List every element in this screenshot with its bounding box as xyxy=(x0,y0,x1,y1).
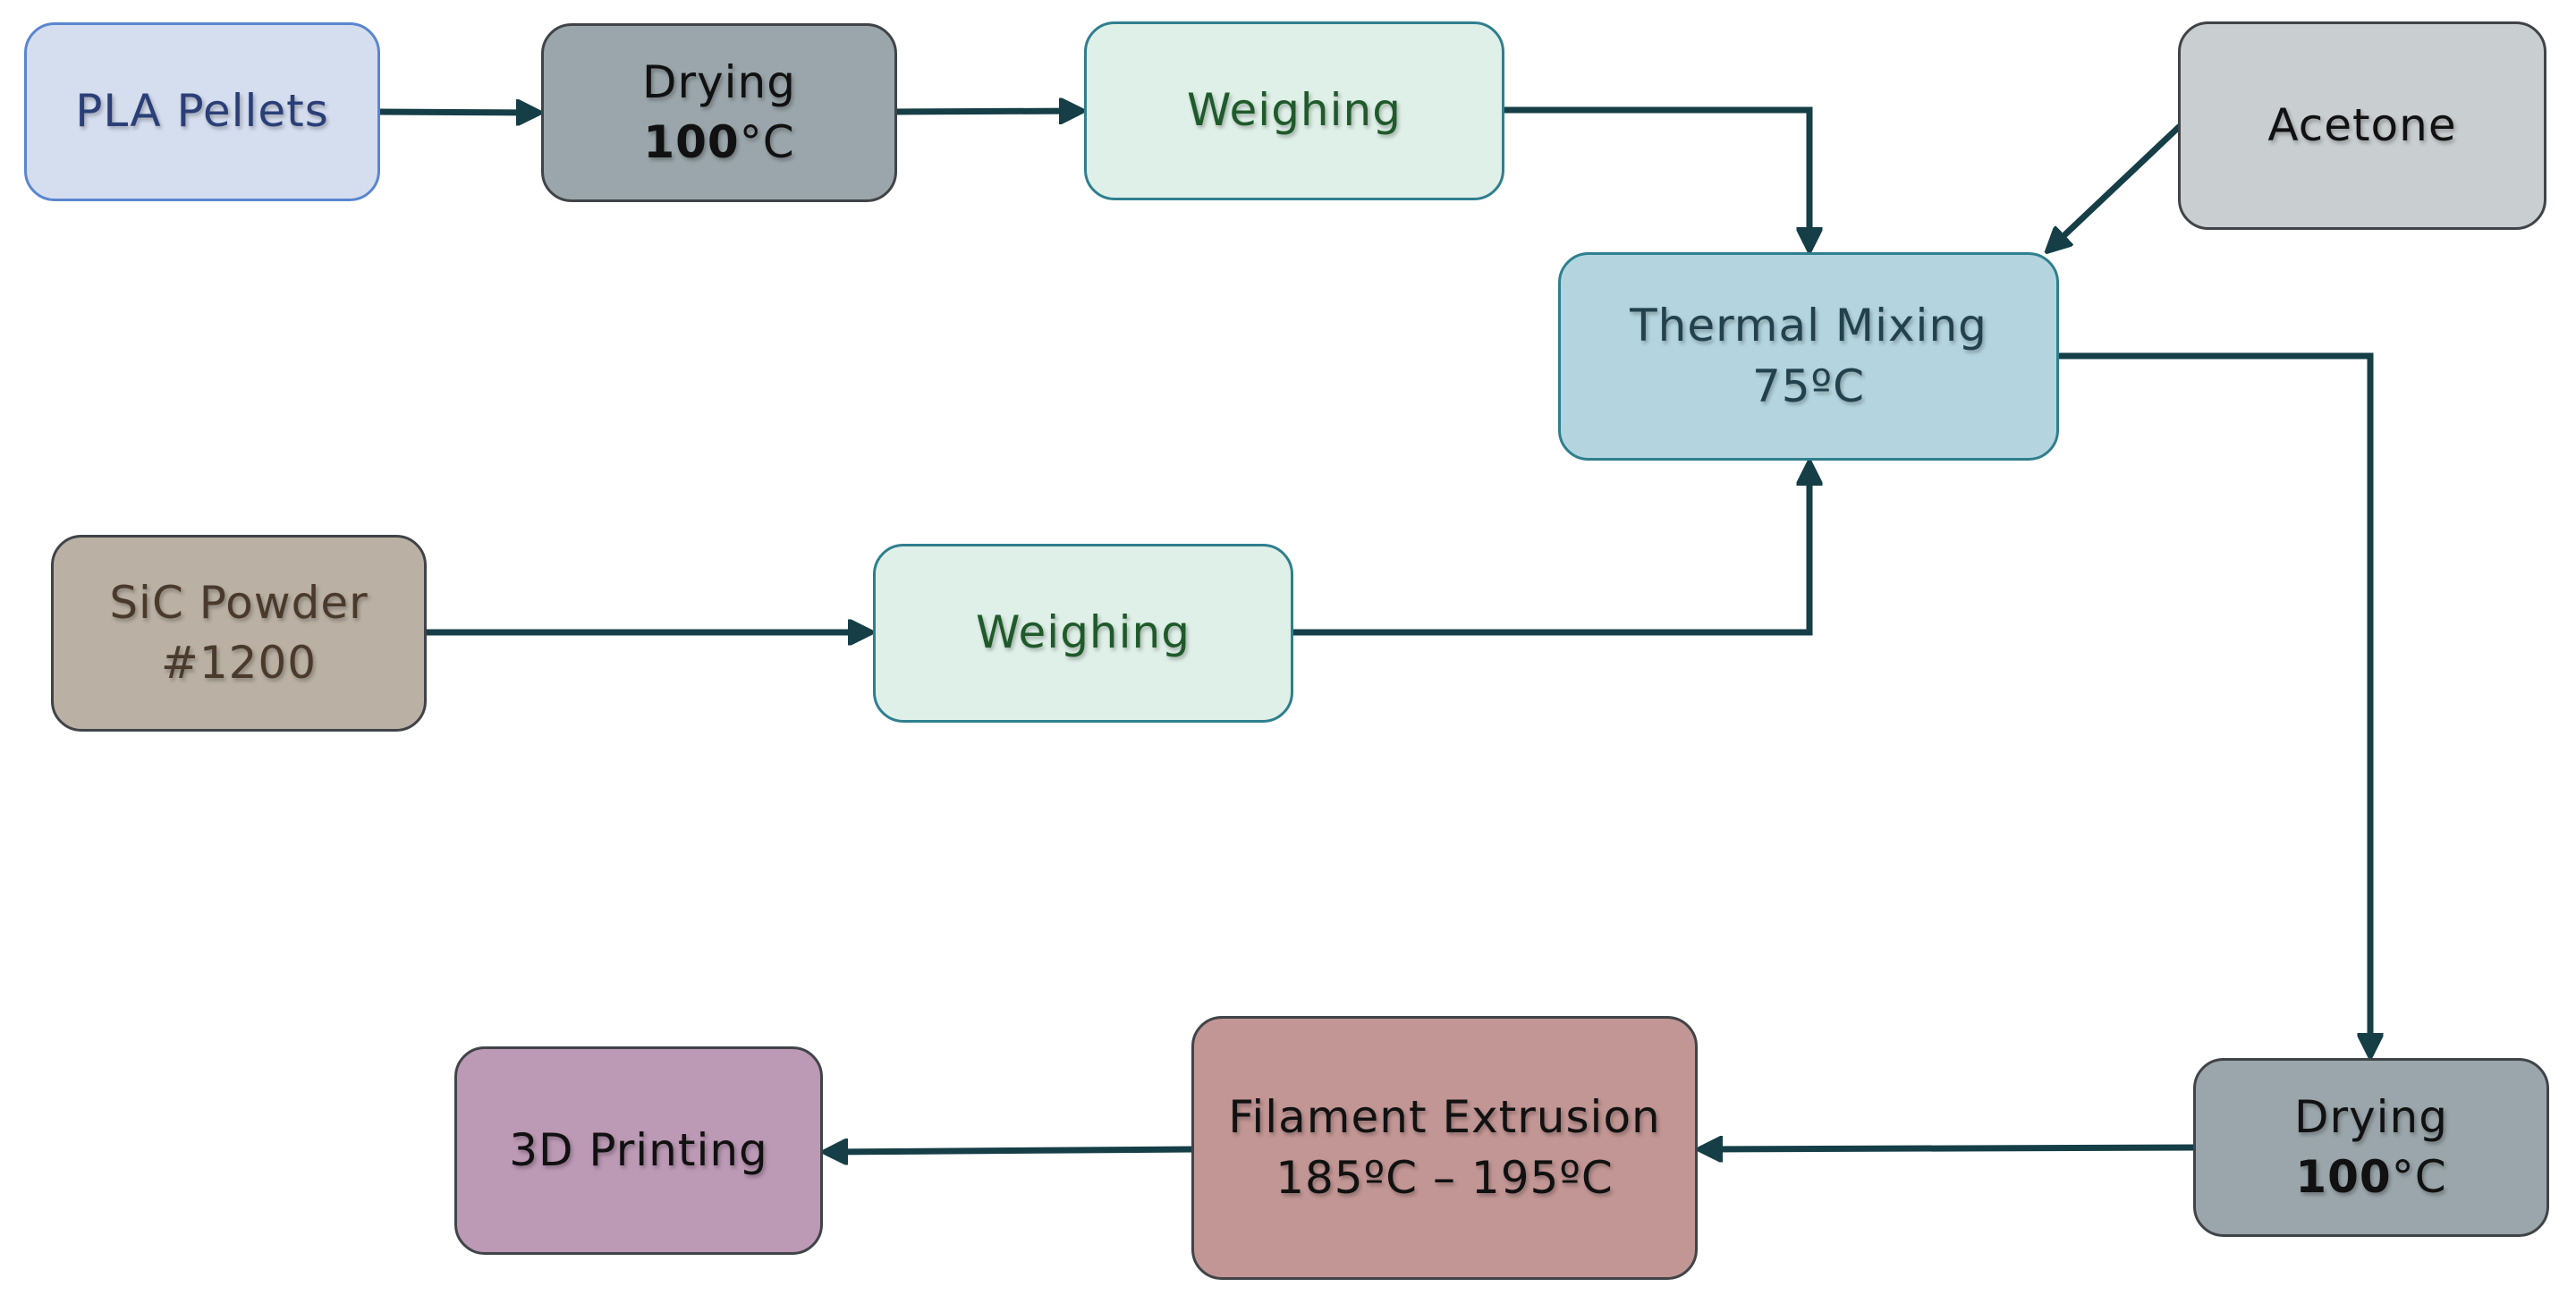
arrow-drying-to-extrusion xyxy=(1700,1147,2194,1149)
sic-powder-label: SiC Powder xyxy=(109,576,369,629)
arrow-drying-to-weighing xyxy=(893,111,1081,112)
filament-extrusion-node: Filament Extrusion 185ºC – 195ºC xyxy=(1191,1016,1698,1280)
drying-temperature-unit: °C xyxy=(739,116,795,168)
arrow-weighing-to-thermal-mixing xyxy=(1504,106,1809,250)
drying-node-bottom: Drying 100°C xyxy=(2193,1058,2549,1237)
filament-extrusion-label: Filament Extrusion xyxy=(1228,1091,1661,1143)
drying-node-top: Drying 100°C xyxy=(541,23,897,202)
weighing-label: Weighing xyxy=(1187,84,1402,137)
drying-label: Drying xyxy=(2294,1090,2448,1143)
3d-printing-label: 3D Printing xyxy=(509,1123,768,1176)
drying-temperature-value: 100 xyxy=(643,116,740,168)
thermal-mixing-node: Thermal Mixing 75ºC xyxy=(1558,252,2059,461)
arrow-pla-to-drying xyxy=(375,112,538,113)
weighing-node-middle: Weighing xyxy=(873,544,1293,723)
thermal-mixing-temperature: 75ºC xyxy=(1751,360,1866,412)
pla-pellets-label: PLA Pellets xyxy=(75,85,329,138)
pla-pellets-node: PLA Pellets xyxy=(24,22,380,201)
acetone-node: Acetone xyxy=(2178,21,2546,230)
weighing-label: Weighing xyxy=(976,606,1191,659)
3d-printing-node: 3D Printing xyxy=(454,1046,823,1255)
sic-powder-node: SiC Powder #1200 xyxy=(51,535,427,732)
thermal-mixing-label: Thermal Mixing xyxy=(1630,300,1987,351)
arrow-weighing-to-thermal-mixing-bottom xyxy=(1293,463,1809,636)
drying-temperature: 100°C xyxy=(643,113,794,174)
drying-temperature-unit: °C xyxy=(2391,1151,2447,1203)
weighing-node-top: Weighing xyxy=(1084,21,1504,200)
arrow-acetone-to-thermal-mixing xyxy=(2048,123,2182,250)
sic-powder-grit: #1200 xyxy=(160,637,318,689)
filament-extrusion-temperature: 185ºC – 195ºC xyxy=(1275,1151,1614,1204)
drying-label: Drying xyxy=(642,55,796,108)
arrow-extrusion-to-printing xyxy=(826,1149,1194,1152)
drying-temperature-value: 100 xyxy=(2295,1151,2392,1203)
arrow-thermal-mixing-to-drying xyxy=(2057,352,2370,1055)
drying-temperature: 100°C xyxy=(2295,1147,2446,1208)
acetone-label: Acetone xyxy=(2267,98,2457,151)
